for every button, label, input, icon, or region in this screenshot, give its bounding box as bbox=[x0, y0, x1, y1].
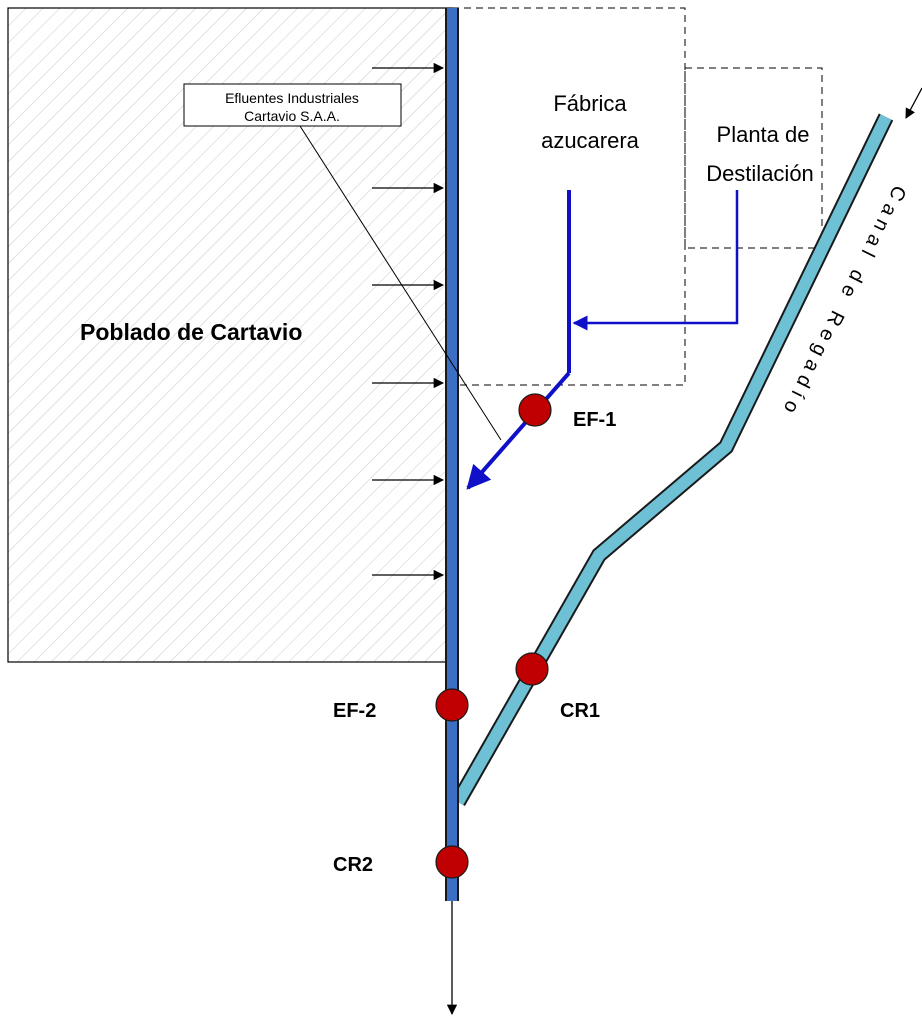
sampling-point-ef1 bbox=[518, 393, 552, 427]
callout-box bbox=[183, 83, 402, 127]
sampling-point-cr1 bbox=[515, 652, 549, 686]
sampling-label-ef1: EF-1 bbox=[573, 409, 616, 431]
factory-label-line1: Fábrica bbox=[553, 91, 627, 116]
drainage-channel bbox=[447, 8, 457, 901]
distillery-effluent-pipe bbox=[572, 190, 739, 331]
sampling-point-ef2 bbox=[435, 688, 469, 722]
callout-leader bbox=[299, 125, 502, 441]
factory-label-line2: azucarera bbox=[541, 128, 640, 153]
callout-line2: Cartavio S.A.A. bbox=[244, 108, 340, 124]
sampling-label-cr1: CR1 bbox=[560, 700, 600, 722]
town-label: Poblado de Cartavio bbox=[80, 319, 302, 345]
distillery-label-line2: Destilación bbox=[706, 161, 814, 186]
callout-line1: Efluentes Industriales bbox=[225, 90, 359, 106]
sampling-point-cr2 bbox=[435, 845, 469, 879]
sampling-label-ef2: EF-2 bbox=[333, 700, 376, 722]
canal-inflow-arrow bbox=[905, 87, 922, 119]
distillery-boundary bbox=[684, 67, 823, 249]
distillery-label-line1: Planta de bbox=[717, 122, 810, 147]
sampling-label-cr2: CR2 bbox=[333, 854, 373, 876]
effluent-discharge-pipe bbox=[466, 371, 571, 490]
